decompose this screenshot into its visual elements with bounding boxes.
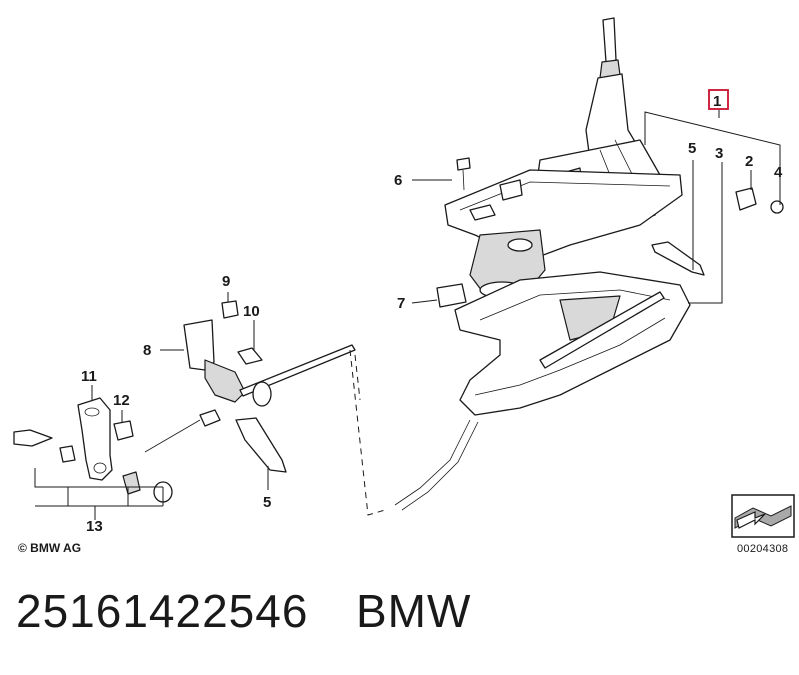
linkage-assembly	[13, 300, 356, 503]
callout-9[interactable]: 9	[222, 273, 230, 290]
callout-2[interactable]: 2	[745, 153, 753, 170]
callout-5-upper[interactable]: 5	[688, 140, 696, 157]
callout-11[interactable]: 11	[81, 368, 97, 385]
diagram-number: 00204308	[737, 543, 789, 555]
callout-1[interactable]: 1	[713, 93, 721, 110]
brand-name: BMW	[356, 585, 472, 637]
callout-4[interactable]: 4	[774, 164, 783, 181]
callout-3[interactable]: 3	[715, 145, 723, 162]
callout-leaders-upper	[411, 110, 781, 304]
callout-7[interactable]: 7	[397, 295, 405, 312]
dashed-connection	[349, 349, 386, 516]
callout-6[interactable]: 6	[394, 172, 402, 189]
callout-8[interactable]: 8	[143, 342, 151, 359]
callout-leaders-left	[34, 292, 269, 520]
gear-selector-assembly	[394, 17, 784, 511]
callout-10[interactable]: 10	[243, 303, 260, 320]
callout-12[interactable]: 12	[113, 392, 130, 409]
part-number: 25161422546	[16, 585, 309, 637]
callout-5-lower[interactable]: 5	[263, 494, 271, 511]
arrow-diagram-icon[interactable]	[731, 494, 795, 538]
callout-highlight-box	[708, 89, 729, 110]
callout-labels: 1 2 3 4 5 6 7 8 9 10 11 12 13 5	[81, 89, 783, 535]
callout-13[interactable]: 13	[86, 518, 103, 535]
copyright-notice: © BMW AG	[18, 541, 82, 555]
